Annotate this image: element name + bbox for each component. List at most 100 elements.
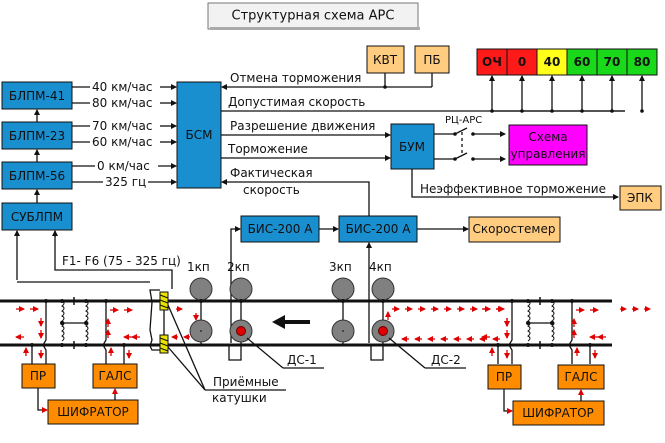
axle-2: 2кп: [227, 260, 253, 345]
speedometer-block: Скоростемер: [468, 216, 561, 243]
signal-movement-permission: Разрешение движения: [221, 119, 391, 138]
diagram-title: Структурная схема АРС: [232, 9, 395, 24]
sensor-ds1-label: ДС-1: [287, 353, 317, 367]
shifrator-block-right: ШИФРАТОР: [512, 400, 605, 426]
svg-text:Схема: Схема: [528, 130, 567, 144]
axle-label: 1кп: [187, 260, 210, 274]
speed-indicator-label: 70: [604, 55, 621, 69]
svg-text:ГАЛС: ГАЛС: [99, 369, 132, 383]
svg-text:БЛПМ-23: БЛПМ-23: [9, 129, 65, 143]
blpm-signal-40: 40 км/час: [72, 80, 177, 94]
shifrator-block-left: ШИФРАТОР: [47, 399, 139, 425]
axle-label: 3кп: [329, 260, 352, 274]
bum-block: БУМ: [390, 123, 435, 170]
signal-allowed-speed: Допустимая скорость: [221, 95, 625, 112]
blpm-signal-0: 0 км/час: [72, 159, 177, 173]
speed-indicator-label: 80: [634, 55, 651, 69]
epk-block: ЭПК: [619, 185, 662, 211]
blpm-signal-80: 80 км/час: [72, 96, 177, 110]
axle-label: 4кп: [369, 260, 392, 274]
pr-block-right: ПР: [487, 364, 522, 390]
freq-label: F1- F6 (75 - 325 гц): [62, 254, 181, 268]
blpm-56-block: БЛПМ-56: [1, 161, 73, 190]
svg-text:Скоростемер: Скоростемер: [473, 222, 556, 236]
svg-text:БЛПМ-41: БЛПМ-41: [9, 89, 65, 103]
svg-text:скорость: скорость: [243, 183, 300, 197]
direction-arrow: [272, 315, 310, 329]
svg-text:БИС-200 А: БИС-200 А: [346, 222, 412, 236]
track-circuit-left: [15, 297, 199, 364]
gals-block-right: ГАЛС: [557, 364, 605, 390]
receiving-coil-bottom: [159, 334, 169, 354]
speed-indicator-0: 0: [506, 48, 538, 113]
svg-text:ГАЛС: ГАЛС: [565, 370, 598, 384]
svg-text:ПР: ПР: [496, 370, 512, 384]
control-scheme-block: Схема управления: [508, 124, 588, 166]
pr-block-left: ПР: [21, 363, 56, 389]
sensor-ds2-label: ДС-2: [431, 353, 461, 367]
blpm-41-block: БЛПМ-41: [1, 81, 73, 110]
svg-text:40 км/час: 40 км/час: [92, 80, 152, 94]
receiving-coil-top: [159, 291, 169, 311]
axle-1: 1кп: [187, 260, 213, 345]
relay-rc-ars: РЦ-АРС: [434, 115, 506, 162]
svg-text:СУБЛПМ: СУБЛПМ: [11, 210, 63, 224]
svg-text:ПР: ПР: [30, 369, 46, 383]
speed-indicator-60: 60: [566, 48, 598, 113]
svg-text:БСМ: БСМ: [186, 128, 213, 142]
blpm-signal-325: 325 гц: [72, 175, 177, 189]
svg-text:ШИФРАТОР: ШИФРАТОР: [522, 406, 594, 420]
blpm-signal-60: 60 км/час: [72, 135, 177, 149]
speed-indicator-label: ОЧ: [482, 55, 502, 69]
svg-text:70 км/час: 70 км/час: [92, 119, 152, 133]
speed-indicator-80: 80: [626, 48, 658, 113]
svg-text:0 км/час: 0 км/час: [97, 159, 150, 173]
svg-text:Разрешение движения: Разрешение движения: [230, 119, 375, 133]
coils-label-line2: катушки: [212, 391, 267, 405]
bis-200a-block-1: БИС-200 А: [240, 215, 320, 243]
speed-indicator-40: 40: [536, 48, 568, 113]
speed-indicator-label: 0: [518, 55, 526, 69]
svg-text:ЭПК: ЭПК: [627, 191, 653, 205]
axle-4: 4кп: [369, 260, 395, 345]
axle-3: 3кп: [329, 260, 355, 345]
svg-text:Отмена торможения: Отмена торможения: [230, 71, 361, 85]
bsm-block: БСМ: [176, 81, 222, 189]
svg-text:Неэффективное торможение: Неэффективное торможение: [420, 182, 606, 196]
speed-indicator-panel: ОЧ 0 40 60 70 80: [476, 48, 658, 113]
speed-indicator-70: 70: [596, 48, 628, 113]
title-box: Структурная схема АРС: [207, 2, 420, 30]
pb-block: ПБ: [414, 45, 450, 74]
svg-text:управления: управления: [511, 147, 586, 161]
sublpm-block: СУБЛПМ: [1, 202, 73, 231]
svg-text:60 км/час: 60 км/час: [92, 135, 152, 149]
speed-indicator-label: 60: [574, 55, 591, 69]
signal-cancel-braking: Отмена торможения: [221, 71, 432, 90]
svg-text:ШИФРАТОР: ШИФРАТОР: [57, 405, 129, 419]
svg-text:Торможение: Торможение: [227, 142, 308, 156]
axle-label: 2кп: [227, 260, 250, 274]
svg-text:БЛПМ-56: БЛПМ-56: [9, 169, 65, 183]
svg-text:РЦ-АРС: РЦ-АРС: [445, 115, 482, 126]
kvt-block: КВТ: [366, 45, 405, 74]
blpm-23-block: БЛПМ-23: [1, 121, 73, 150]
svg-text:ПБ: ПБ: [423, 53, 440, 67]
svg-text:БИС-200 А: БИС-200 А: [248, 222, 314, 236]
svg-text:80 км/час: 80 км/час: [92, 96, 152, 110]
bis-200a-block-2: БИС-200 А: [338, 215, 418, 243]
svg-text:Фактическая: Фактическая: [230, 166, 313, 180]
signal-ineffective-braking: Неэффективное торможение: [411, 169, 619, 200]
coils-label-line1: Приёмные: [213, 375, 279, 389]
speed-indicator-label: 40: [544, 55, 561, 69]
track-circuit-right: [385, 297, 651, 364]
speed-indicator-ОЧ: ОЧ: [476, 48, 508, 113]
signal-actual-speed: Фактическая скорость: [221, 166, 370, 216]
signal-braking: Торможение: [221, 142, 391, 161]
gals-block-left: ГАЛС: [92, 363, 138, 389]
svg-text:325 гц: 325 гц: [105, 175, 146, 189]
blpm-signal-70: 70 км/час: [72, 119, 177, 133]
svg-text:БУМ: БУМ: [399, 140, 425, 154]
axles: 1кп 2кп 3кп 4кп: [187, 260, 395, 345]
